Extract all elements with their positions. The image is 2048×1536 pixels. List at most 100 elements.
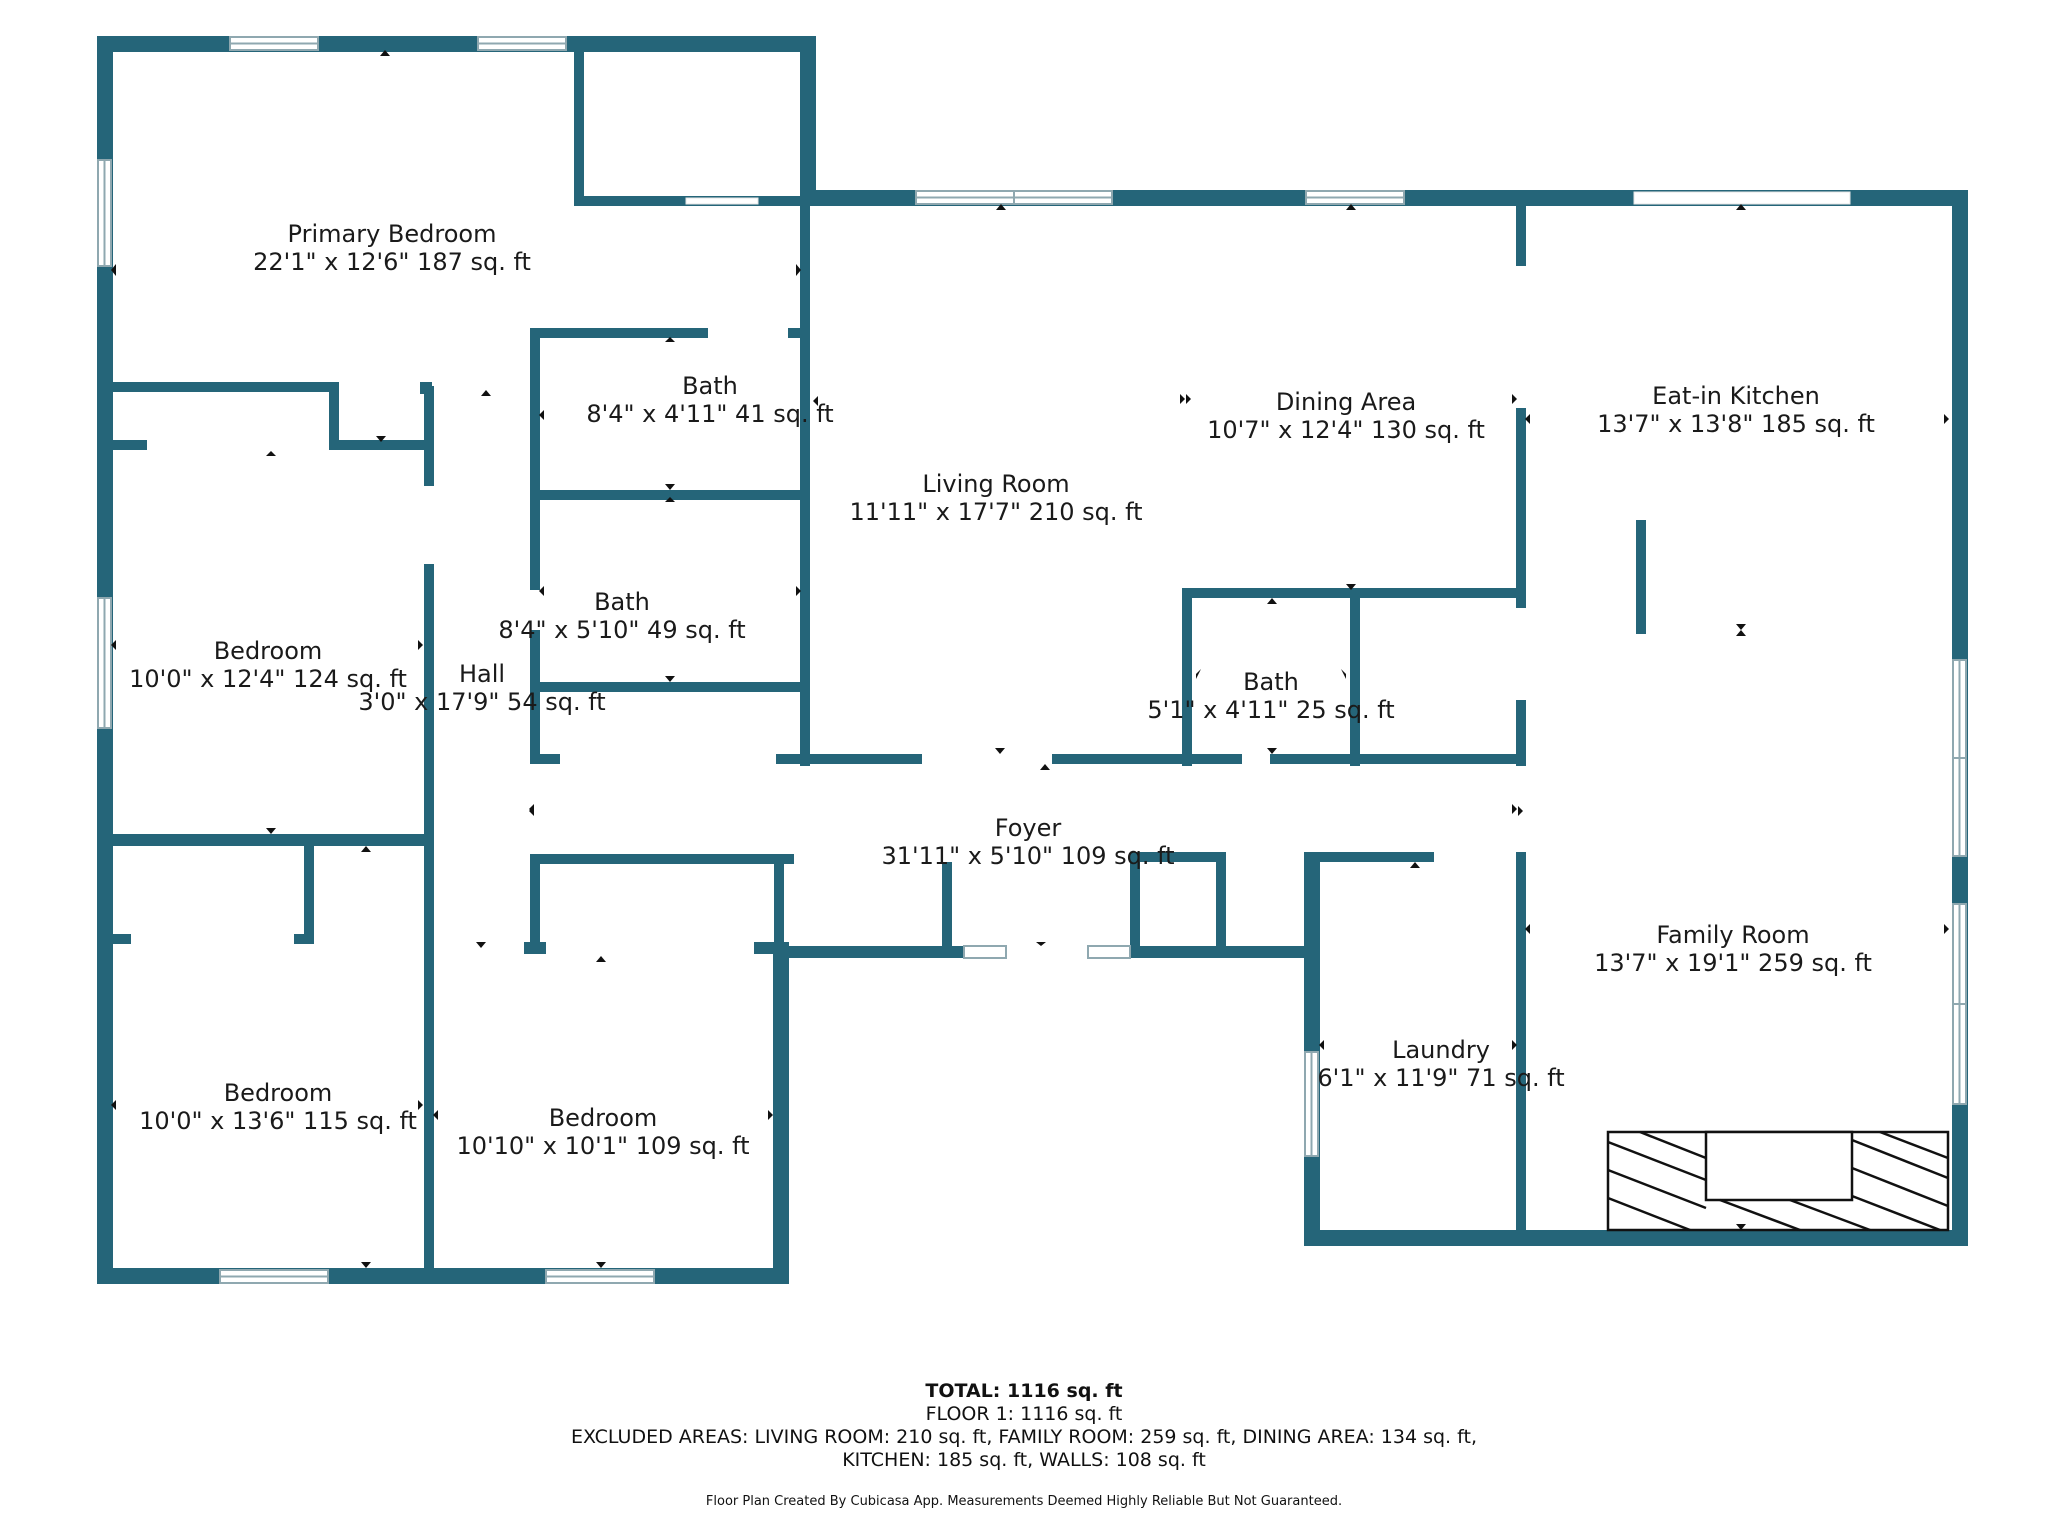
window — [1087, 945, 1131, 959]
room-dims-dining-area: 10'7" x 12'4" 130 sq. ft — [1207, 416, 1485, 444]
dimension-marker — [1346, 204, 1356, 210]
room-name-primary-bedroom: Primary Bedroom — [288, 220, 497, 248]
hatch-line — [1851, 1194, 1941, 1232]
room-name-bedroom-3: Bedroom — [549, 1104, 658, 1132]
wall — [530, 682, 810, 692]
dimension-marker — [476, 942, 486, 948]
room-dims-foyer: 31'11" x 5'10" 109 sq. ft — [881, 842, 1174, 870]
wall — [776, 754, 922, 764]
room-name-bath-2: Bath — [594, 588, 650, 616]
wall — [774, 946, 968, 958]
dimension-marker — [768, 1110, 773, 1120]
wall — [1182, 754, 1242, 764]
openings — [685, 191, 1851, 205]
dimension-marker — [995, 748, 1005, 754]
dimension-marker — [1944, 924, 1949, 934]
wall — [97, 382, 339, 392]
wall — [1516, 700, 1526, 766]
dimension-marker — [1736, 1224, 1746, 1230]
wall — [1304, 852, 1434, 862]
room-dims-bedroom-3: 10'10" x 10'1" 109 sq. ft — [456, 1132, 749, 1160]
room-dims-family-room: 13'7" x 19'1" 259 sq. ft — [1594, 949, 1872, 977]
wall — [530, 630, 540, 764]
dimension-marker — [111, 640, 116, 650]
wall — [424, 564, 434, 948]
wall — [1350, 588, 1360, 766]
dimension-marker — [1346, 584, 1356, 590]
dimension-marker — [1525, 414, 1530, 424]
hatch-line — [1607, 1196, 1691, 1232]
wall — [942, 862, 952, 952]
dimension-marker — [1512, 394, 1517, 404]
room-name-bedroom-1: Bedroom — [214, 637, 323, 665]
wall — [1516, 852, 1526, 1246]
room-dims-living-room: 11'11" x 17'7" 210 sq. ft — [849, 498, 1142, 526]
hatch-line — [1789, 1198, 1871, 1232]
wall — [530, 854, 794, 864]
dimension-marker — [266, 451, 276, 456]
hatch-line — [1879, 1130, 1949, 1160]
dimension-marker — [361, 1262, 371, 1268]
room-dims-primary-bedroom: 22'1" x 12'6" 187 sq. ft — [253, 248, 531, 276]
room-name-laundry: Laundry — [1392, 1036, 1490, 1064]
wall — [1636, 520, 1646, 634]
dimension-marker — [1736, 630, 1746, 636]
wall — [97, 36, 816, 52]
wall — [800, 196, 810, 766]
room-dims-bedroom-1: 10'0" x 12'4" 124 sq. ft — [129, 665, 407, 693]
plan-footer: TOTAL: 1116 sq. ft FLOOR 1: 1116 sq. ft … — [0, 1380, 2048, 1509]
room-dims-bath-2: 8'4" x 5'10" 49 sq. ft — [498, 616, 745, 644]
dimension-marker — [1944, 414, 1949, 424]
wall — [294, 934, 314, 944]
wall — [329, 382, 339, 442]
room-dims-laundry: 6'1" x 11'9" 71 sq. ft — [1317, 1064, 1564, 1092]
dimension-marker — [596, 1262, 606, 1268]
room-name-eat-in-kitchen: Eat-in Kitchen — [1652, 382, 1820, 410]
dimension-marker — [813, 396, 818, 406]
wall — [1052, 754, 1192, 764]
room-name-bedroom-2: Bedroom — [224, 1079, 333, 1107]
dimension-marker — [1736, 204, 1746, 210]
wall — [1304, 852, 1320, 1246]
hatch-line — [1607, 1140, 1707, 1182]
dimension-marker — [665, 497, 675, 502]
wall — [1216, 852, 1226, 952]
dimension-marker — [1186, 394, 1191, 404]
dimension-marker — [1036, 942, 1046, 946]
room-name-living-room: Living Room — [922, 470, 1069, 498]
room-name-bath-1: Bath — [682, 372, 738, 400]
windows — [97, 36, 1967, 1284]
dimension-marker — [376, 436, 386, 442]
room-dims-bath-3: 5'1" x 4'11" 25 sq. ft — [1147, 696, 1394, 724]
wall — [1310, 1230, 1968, 1246]
hatch-line — [1851, 1138, 1949, 1180]
hatch-line — [1607, 1168, 1707, 1210]
wall — [1498, 1230, 1526, 1246]
dimension-marker — [418, 1100, 423, 1110]
hatch-line — [1639, 1130, 1707, 1160]
wall — [530, 328, 540, 590]
room-dims-bedroom-2: 10'0" x 13'6" 115 sq. ft — [139, 1107, 417, 1135]
wall — [1182, 588, 1192, 766]
wall — [329, 440, 429, 450]
hatch-line — [1719, 1198, 1801, 1232]
dimension-marker — [1341, 669, 1346, 679]
dimension-marker — [796, 586, 801, 596]
wall — [97, 440, 147, 450]
room-name-family-room: Family Room — [1656, 921, 1809, 949]
wall — [304, 846, 314, 944]
wall — [97, 934, 131, 944]
wall — [1270, 754, 1526, 764]
dimension-marker — [433, 1110, 438, 1120]
dimension-marker — [1267, 748, 1277, 754]
dimension-marker — [1319, 1040, 1324, 1050]
dimension-markers — [111, 50, 1949, 1268]
dimension-marker — [1196, 669, 1201, 679]
room-name-foyer: Foyer — [995, 814, 1062, 842]
wall — [1516, 408, 1526, 608]
wall — [574, 36, 584, 204]
dimension-marker — [418, 640, 423, 650]
opening — [685, 197, 759, 205]
wall — [530, 328, 708, 338]
